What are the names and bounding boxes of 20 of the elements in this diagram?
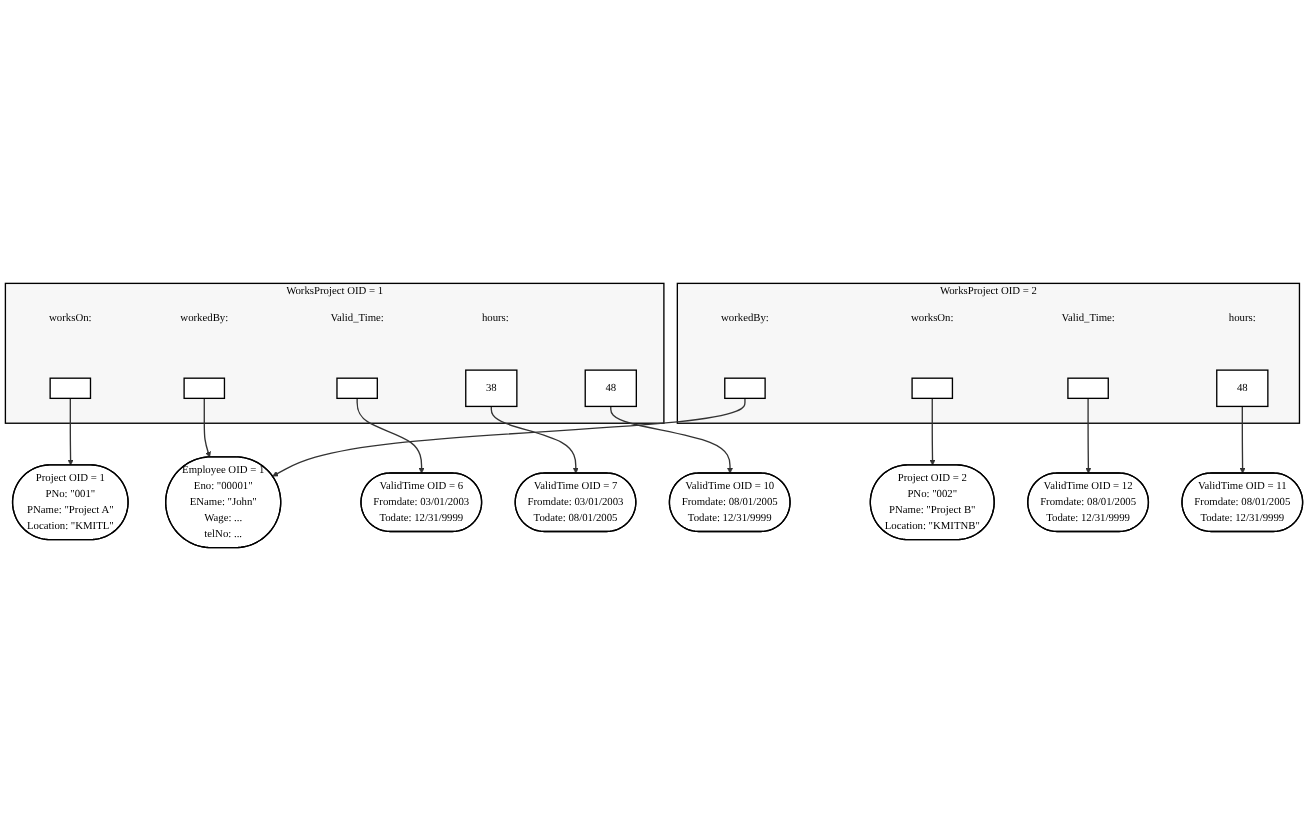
arrow xyxy=(67,398,74,466)
node-box xyxy=(1216,369,1269,408)
node-box xyxy=(1067,378,1109,400)
cluster xyxy=(4,283,665,425)
arrow xyxy=(272,398,746,477)
node-box xyxy=(336,378,378,400)
cluster xyxy=(676,283,1301,425)
node-box xyxy=(911,378,954,400)
node-box xyxy=(183,378,226,400)
arrow xyxy=(610,406,733,475)
arrow xyxy=(203,398,211,458)
arrow xyxy=(356,398,425,475)
arrow xyxy=(1085,398,1092,475)
arrow xyxy=(1239,406,1246,475)
node-box xyxy=(724,378,766,400)
arrow xyxy=(490,406,579,475)
arrow xyxy=(929,398,936,466)
node-box xyxy=(49,378,92,400)
node-box xyxy=(584,369,637,408)
node-box xyxy=(465,369,518,408)
